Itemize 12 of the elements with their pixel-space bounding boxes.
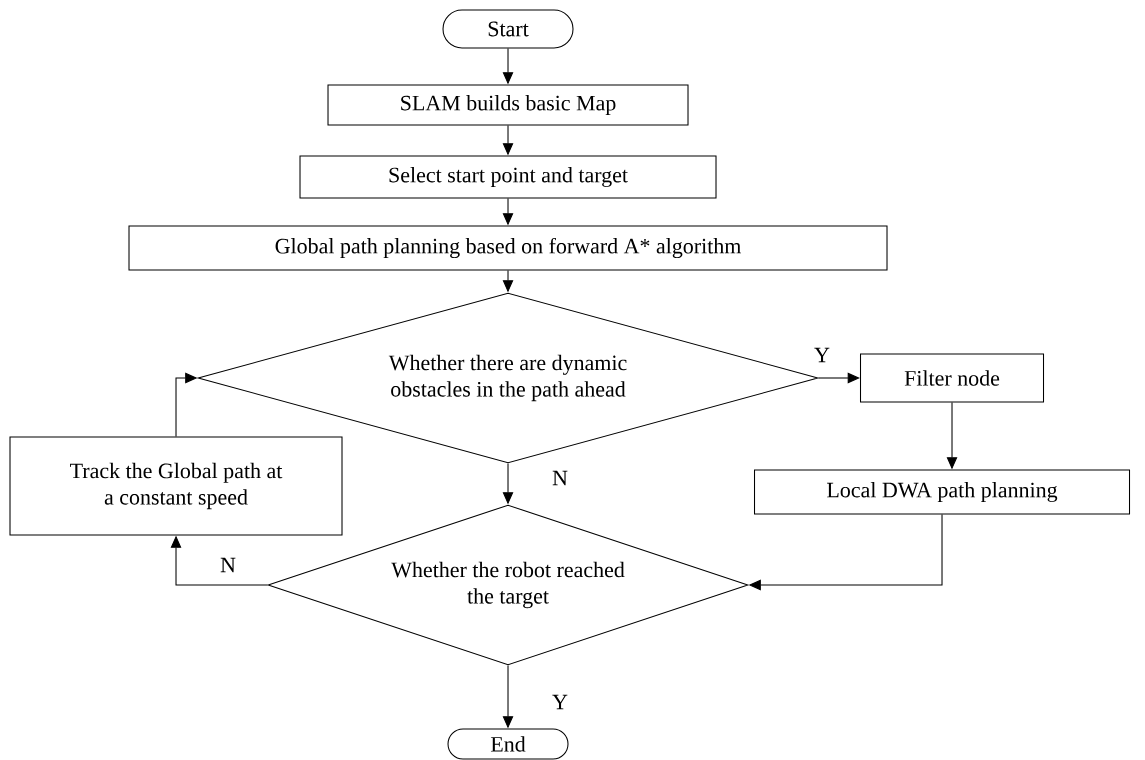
process-box: Local DWA path planning <box>754 469 1131 515</box>
terminal-box: End <box>447 728 569 760</box>
process-box: Track the Global path at a constant speed <box>9 436 343 536</box>
edge-label: N <box>552 470 568 486</box>
edge-label: Y <box>552 694 568 710</box>
process-box: SLAM builds basic Map <box>327 84 689 126</box>
arrow <box>818 372 860 384</box>
process-box: Global path planning based on forward A* algorithm <box>128 225 888 271</box>
process-box: Filter node <box>860 353 1045 403</box>
process-box: Select start point and target <box>299 155 717 199</box>
edge-label: N <box>220 557 236 573</box>
terminal-box: Start <box>442 9 574 49</box>
